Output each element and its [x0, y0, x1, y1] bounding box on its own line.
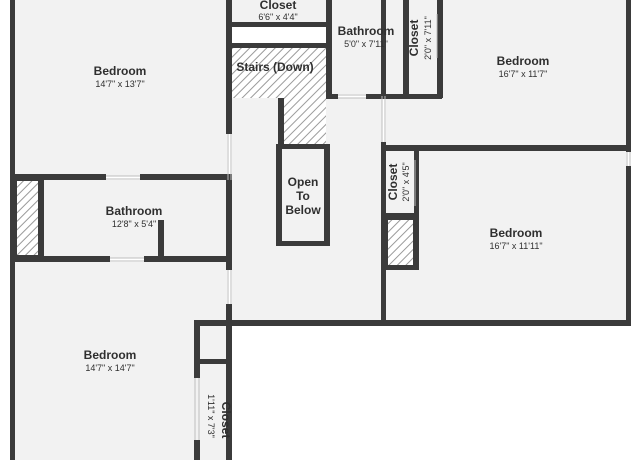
closet-narrow-top-dims: 2'0" x 7'11": [423, 16, 433, 60]
closet-right-dims: 2'0" x 4'5": [401, 162, 411, 201]
room-labels: Bedroom 14'7" x 13'7" Closet 6'6" x 4'4"…: [84, 0, 550, 438]
closet-bottom-name: Closet: [219, 402, 233, 439]
open-to-below-floor: [282, 150, 324, 242]
floor-areas: [14, 0, 626, 460]
closet-top-name: Closet: [260, 0, 297, 12]
bedroom-sw-name: Bedroom: [84, 348, 137, 362]
stairs-name: Stairs (Down): [236, 60, 313, 74]
bathroom-top-name: Bathroom: [338, 24, 395, 38]
walls: [10, 0, 631, 460]
chase-hatch-right: [386, 218, 415, 268]
bedroom-ne-floor: [386, 0, 626, 146]
bedroom-se-floor: [386, 150, 626, 322]
closet-right-name: Closet: [386, 164, 400, 201]
stairs-hatch: [232, 48, 326, 146]
bathroom-left-name: Bathroom: [106, 204, 163, 218]
closet-narrow-top-name: Closet: [407, 20, 421, 57]
bedroom-sw-dims: 14'7" x 14'7": [85, 363, 134, 373]
bedroom-sw-floor: [14, 262, 227, 460]
bedroom-se-dims: 16'7" x 11'11": [489, 241, 542, 251]
open-to-below-line-3: Below: [285, 203, 321, 217]
bedroom-nw-dims: 14'7" x 13'7": [95, 79, 144, 89]
bedroom-nw-floor: [14, 0, 227, 176]
chase-hatch-left: [15, 179, 41, 257]
bedroom-ne-dims: 16'7" x 11'7": [499, 69, 548, 79]
bathroom-left-dims: 12'8" x 5'4": [112, 219, 156, 229]
openings: [106, 14, 631, 440]
open-to-below-line-1: Open: [288, 175, 319, 189]
closet-top-dims: 6'6" x 4'4": [258, 12, 297, 22]
bedroom-se-name: Bedroom: [490, 226, 543, 240]
bedroom-ne-name: Bedroom: [497, 54, 550, 68]
bathroom-top-dims: 5'0" x 7'11": [344, 39, 388, 49]
closet-top-floor: [232, 0, 326, 24]
closet-bottom-floor: [198, 362, 226, 460]
bedroom-nw-name: Bedroom: [94, 64, 147, 78]
bathroom-left-floor: [44, 180, 227, 258]
hatched-areas: [15, 48, 415, 268]
closet-bottom-dims: 1'11" x 7'3": [206, 394, 216, 438]
open-to-below-line-2: To: [296, 189, 310, 203]
